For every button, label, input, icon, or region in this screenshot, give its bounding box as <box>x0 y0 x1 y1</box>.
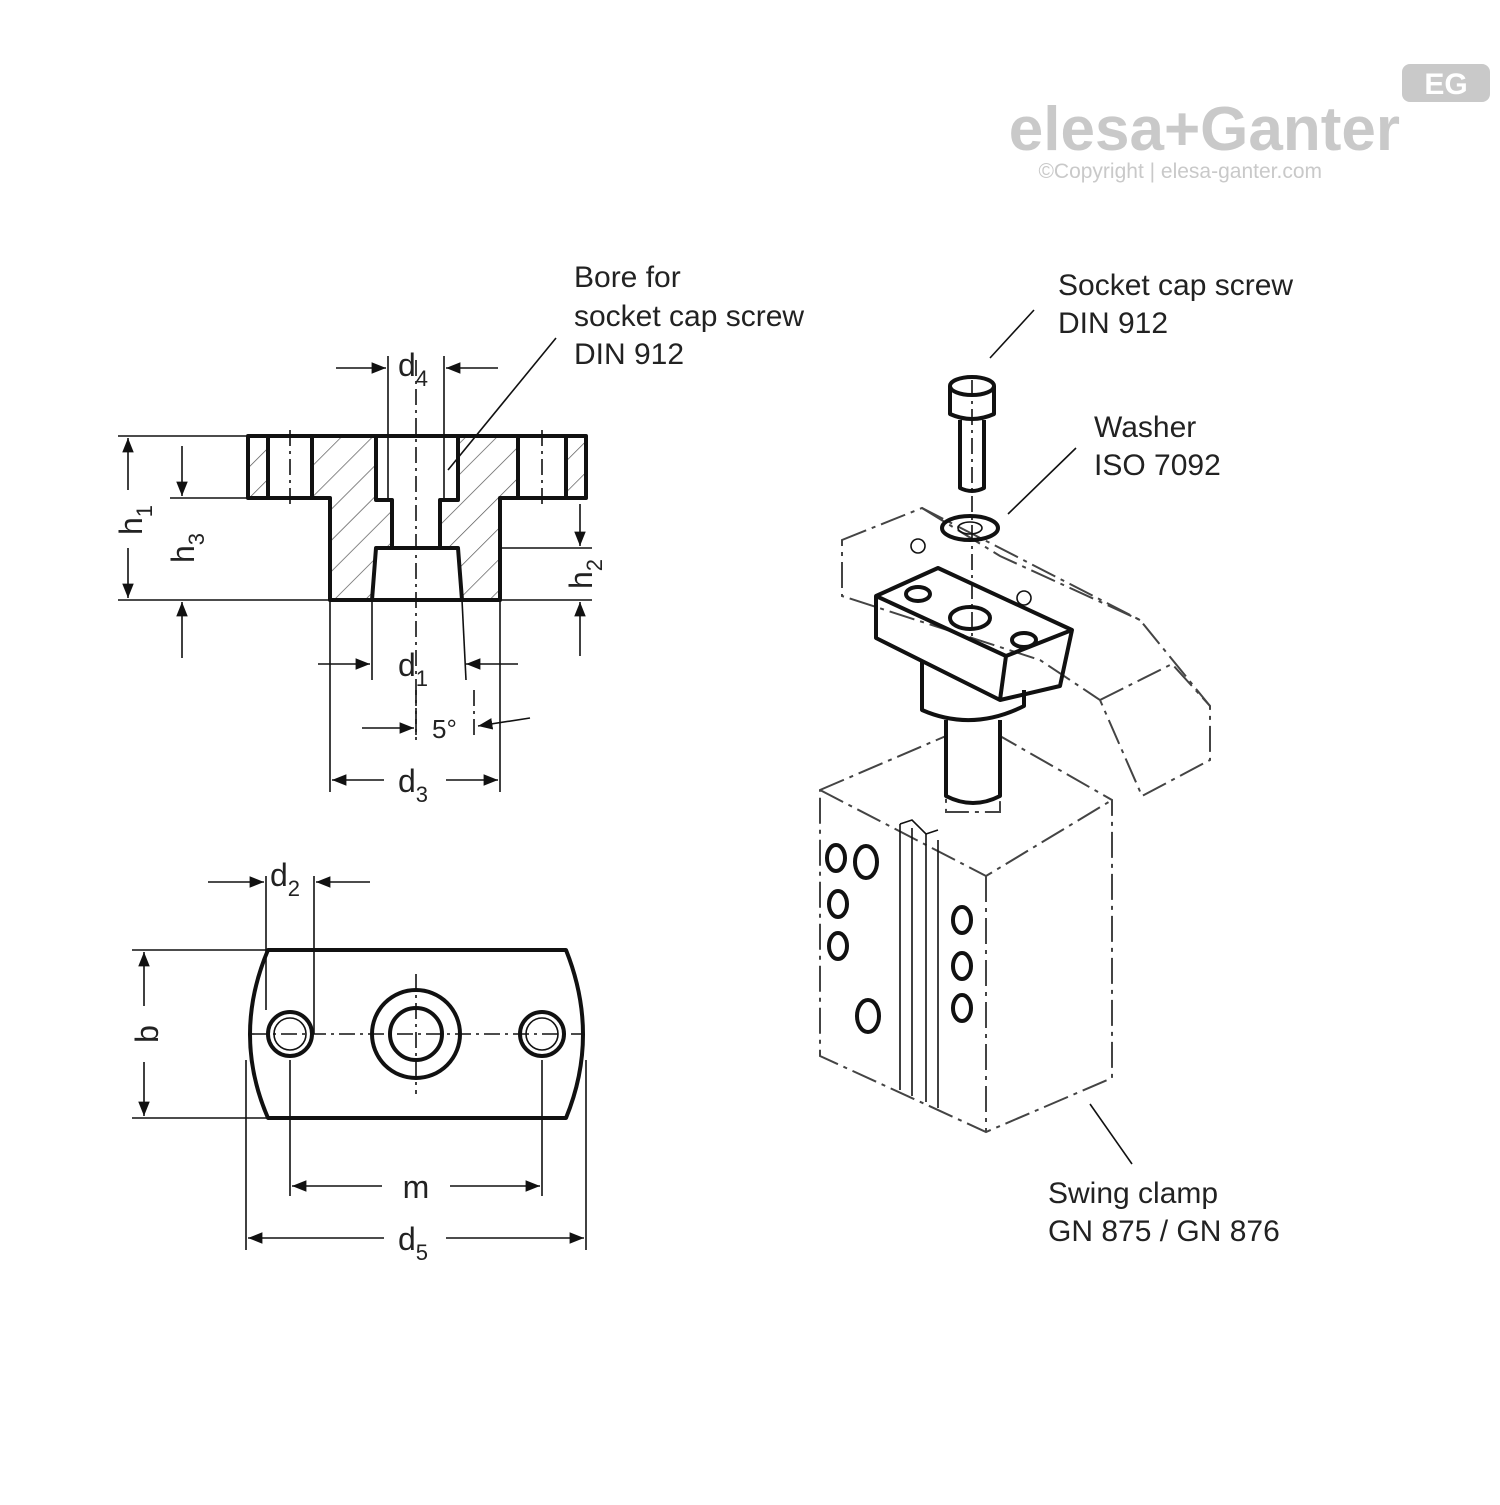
section-outline <box>246 434 588 602</box>
dim-m: m <box>403 1169 430 1205</box>
eg-badge-text: EG <box>1424 68 1467 101</box>
counterbore <box>370 436 394 601</box>
brand-logo: EG elesa+Ganter ©Copyright | elesa-gante… <box>1009 64 1490 183</box>
t-nut-part <box>874 566 1074 702</box>
dim-d2: d2 <box>270 857 300 901</box>
bore-callout-leader <box>447 337 557 471</box>
assembly-view: Socket cap screw DIN 912 Washer ISO 7092… <box>819 269 1301 1248</box>
dim-d3: d3 <box>398 763 428 807</box>
dim-b: b <box>129 1025 165 1043</box>
dim-h3: h3 <box>165 533 209 563</box>
dim-d5: d5 <box>398 1221 428 1265</box>
piston-rod <box>944 720 1002 805</box>
copyright-text: ©Copyright | elesa-ganter.com <box>1038 160 1322 183</box>
section-hatch-right <box>440 436 518 600</box>
dim-angle: 5° <box>432 714 457 744</box>
washer <box>940 514 1000 542</box>
clamp-callout: Swing clamp GN 875 / GN 876 <box>1048 1177 1280 1248</box>
dim-d1: d1 <box>398 647 428 691</box>
washer-callout: Washer ISO 7092 <box>1094 411 1221 482</box>
section-view: Bore for socket cap screw DIN 912 d4 h1 … <box>113 261 812 807</box>
bore-callout: Bore for socket cap screw DIN 912 <box>574 261 812 371</box>
dim-h2: h2 <box>563 559 607 589</box>
top-view-outline <box>248 948 585 1120</box>
brand-wordmark: elesa+Ganter <box>1009 95 1400 164</box>
top-view: d2 b m d5 <box>129 857 587 1265</box>
clamp-arm <box>841 506 1211 798</box>
flange-hatch-right <box>566 438 584 496</box>
screw-callout: Socket cap screw DIN 912 <box>1058 269 1301 340</box>
eg-badge <box>1402 64 1490 102</box>
flange-hatch-left <box>250 438 268 496</box>
dim-h1: h1 <box>113 505 157 535</box>
section-hatch-left <box>312 436 392 600</box>
dim-d4: d4 <box>398 347 428 391</box>
